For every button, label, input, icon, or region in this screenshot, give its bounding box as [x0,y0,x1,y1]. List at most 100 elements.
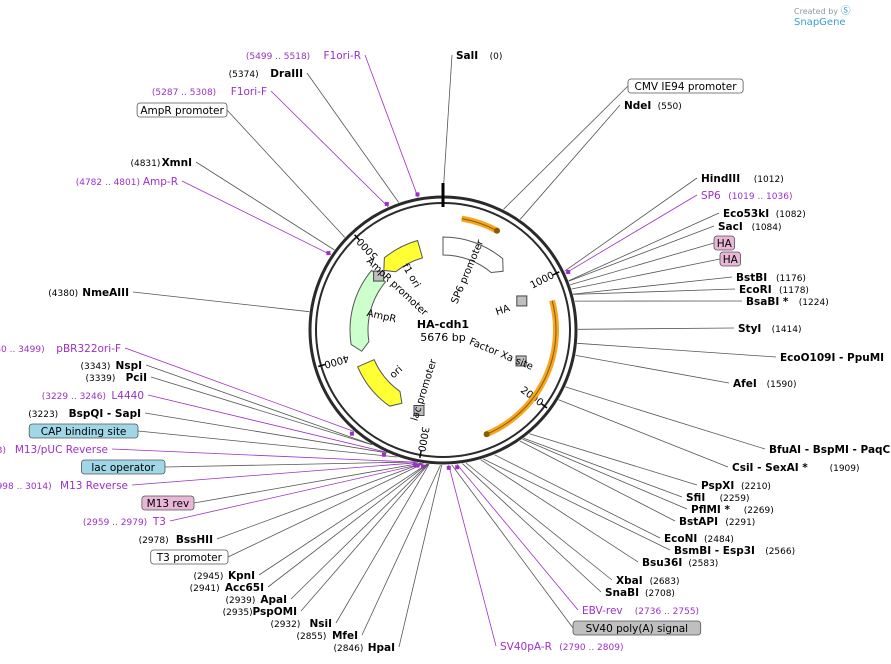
label-connector [124,347,355,432]
enzyme-name: PciI [126,372,147,384]
label-connector [573,276,733,295]
enzyme-name: EcoNI [664,533,697,545]
primer-site-mark [455,465,460,470]
credit-prefix: Created by [794,7,839,16]
label-connector [442,54,453,196]
enzyme-position: (2939) [225,596,255,606]
label-connector [169,463,424,522]
primer-site-mark [421,464,426,469]
feature-label-box [719,251,742,267]
enzyme-position: (2210) [741,482,771,492]
enzyme-position: (1082) [776,210,806,220]
primer-name: F1ori-F [231,86,267,98]
enzyme-name: EcoO109I - PpuMI [780,352,884,364]
feature-label-text: AmpR promoter [140,105,224,117]
label-connector [573,288,736,295]
primer-site-mark [415,192,420,197]
cds-arc-line [486,300,557,435]
primer-range: (1019 .. 1036) [728,192,792,202]
enzyme-name: HpaI [368,642,395,654]
feature-label-box [81,459,166,475]
snapgene-credit: Created by Ⓢ SnapGene [794,2,891,28]
enzyme-name: NmeAIII [82,287,129,299]
enzyme-position: (1176) [776,274,806,284]
label-connector [462,463,602,593]
label-connector [195,161,335,251]
label-connector [522,438,688,510]
feature-label: Factor Xa site [467,336,534,372]
enzyme-position: (2484) [704,535,734,545]
label-connector [564,177,698,272]
enzyme-name: PflMI * [691,504,730,516]
label-connector [145,364,372,445]
feature-label-box [627,78,744,94]
enzyme-name: BsmBI - Esp3I [674,545,755,557]
label-connector [571,258,721,290]
primer-name: SV40pA-R [500,641,552,653]
feature-label-box [713,235,736,251]
label-connector [558,399,729,468]
enzyme-name: BspQI - SapI [69,408,141,420]
label-connector [300,463,429,612]
label-connector [267,463,428,588]
enzyme-position: (2945) [193,572,223,582]
label-connector [503,85,629,210]
enzyme-position: (1909) [830,464,860,474]
label-connector [306,72,400,203]
primer-name: T3 [152,516,166,528]
enzyme-name: PspOMI [252,606,297,618]
label-connector [523,437,683,498]
enzyme-name: SnaBI [605,587,639,599]
enzyme-name: XmnI [162,157,192,169]
feature-label: lac promoter [410,357,440,422]
enzyme-name: SacI [718,221,743,233]
enzyme-position: (2683) [650,577,680,587]
enzyme-position: (3339) [85,374,115,384]
enzyme-position: (1224) [799,298,829,308]
primer-name: SP6 [701,190,721,202]
feature-label-text: HA [723,254,739,266]
label-connector [132,291,310,313]
primer-range: (3480 .. 3499) [0,345,45,355]
enzyme-name: MfeI [332,630,358,642]
label-connector [227,463,424,558]
primer-site-mark [413,463,418,468]
primer-site-mark [446,465,451,470]
plasmid-name: HA-cdh1 [417,318,469,331]
feature-label-text: T3 promoter [156,552,223,564]
feature-arrow [383,239,424,273]
label-connector [577,327,735,330]
label-connector [364,54,419,198]
label-connector [519,440,676,522]
primer-site-mark [566,269,571,274]
label-connector [181,180,332,256]
enzyme-name: BssHII [176,534,213,546]
label-connector [577,342,777,358]
feature-label-box [150,549,229,565]
primer-name: Amp-R [143,176,178,188]
label-connector [494,454,661,539]
enzyme-position: (1178) [779,286,809,296]
primer-name: L4440 [111,390,144,402]
primer-range: (5287 .. 5308) [152,88,216,98]
primer-site-mark [415,463,420,468]
primer-name: M13 Reverse [60,480,128,492]
enzyme-position: (5374) [229,70,259,80]
feature-label-text: SV40 poly(A) signal [586,623,689,635]
enzyme-position: (1012) [754,175,784,185]
label-connector [565,194,698,274]
enzyme-position: (2259) [720,494,750,504]
label-connector [568,212,720,282]
enzyme-name: BfuAI - BspMI - PaqCI [769,444,891,456]
enzyme-name: KpnI [228,570,255,582]
enzyme-name: EcoRI [739,284,772,296]
label-connector [290,463,429,600]
enzyme-name: HindIII [701,173,740,185]
label-connector [568,225,715,282]
primer-name: F1ori-R [324,50,361,62]
enzyme-name: NspI [116,360,142,372]
feature-arrow [442,236,504,274]
label-connector [131,462,419,486]
primer-range: (2959 .. 2979) [83,518,147,528]
